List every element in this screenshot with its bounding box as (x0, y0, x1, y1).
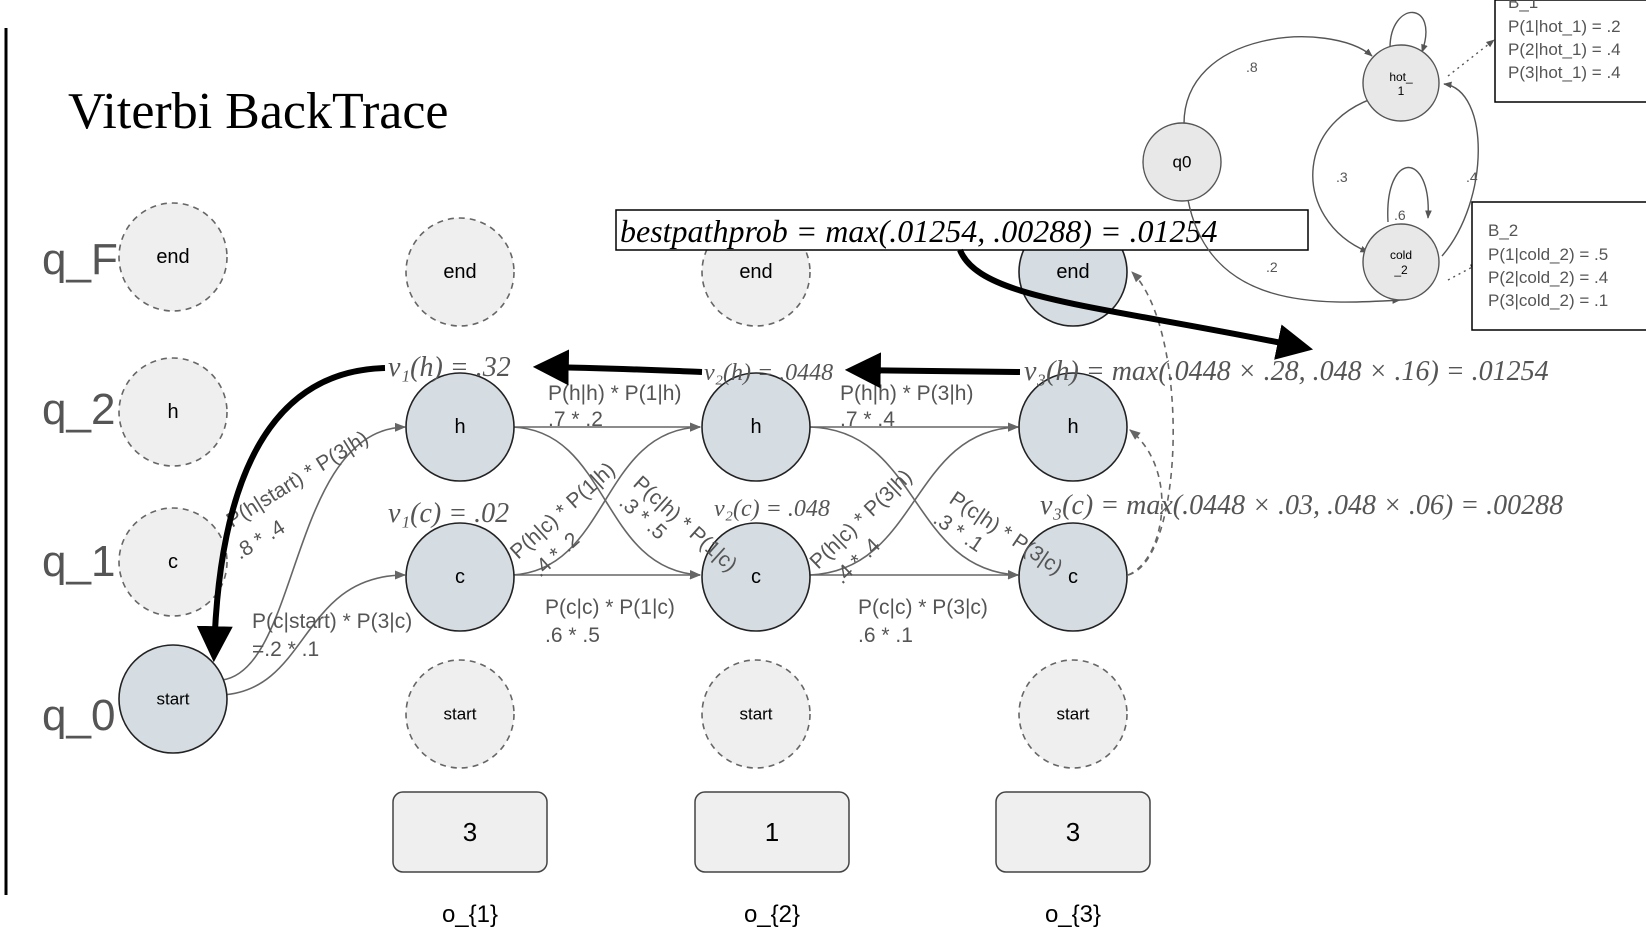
viterbi-values: v₁(h) = .32 v₁(c) = .02 v₂(h) = .0448 v₂… (388, 352, 1563, 529)
observations: 3 o_{1} 1 o_{2} 3 o_{3} (392, 791, 1151, 928)
obs-box-2 (694, 791, 850, 873)
col2-h-node (701, 372, 811, 482)
obs-value-1: 3 (463, 817, 477, 847)
page-title: Viterbi BackTrace (68, 83, 449, 140)
hmm-prob-8: .8 (1246, 59, 1258, 75)
hmm-prob-3: .3 (1336, 169, 1348, 185)
obs-label-1: o_{1} (442, 901, 498, 928)
col2-nodes: end h c start (701, 217, 811, 769)
hmm-q0-label: q0 (1173, 153, 1192, 172)
hmm-prob-2: .2 (1266, 259, 1278, 275)
col2-h-label: h (750, 416, 761, 438)
edge-label-hh2-2: .7 * .4 (840, 408, 895, 431)
col2-start-label: start (739, 705, 772, 724)
col0-start-node (118, 644, 228, 754)
col1-c-node (405, 522, 515, 632)
col1-end-label: end (443, 261, 476, 283)
col0-h-label: h (167, 401, 178, 423)
col1-end-node (405, 217, 515, 327)
edge-label-cc1-1: P(c|c) * P(1|c) (545, 596, 675, 619)
row-label-q2: q_2 (42, 385, 115, 434)
edge-label-hh1-1: P(h|h) * P(1|h) (548, 382, 681, 405)
edge-labels: P(h|start) * P(3|h) .8 * .4 P(c|start) *… (222, 382, 1066, 661)
b2-line-2: P(2|cold_2) = .4 (1488, 268, 1608, 287)
v3h-value: v₃(h) = max(.0448 × .28, .048 × .16) = .… (1024, 356, 1549, 387)
v2h-value: v₂(h) = .0448 (704, 360, 833, 386)
col0-nodes: end h c start (118, 202, 228, 754)
col1-h-node (405, 372, 515, 482)
backtrace-arrows (196, 248, 1314, 663)
col1-h-label: h (454, 416, 465, 438)
col3-h-label: h (1067, 416, 1078, 438)
b1-line-2: P(2|hot_1) = .4 (1508, 40, 1621, 59)
backtrace-arrow-best-to-v3h (957, 248, 1314, 360)
obs-value-2: 1 (765, 817, 779, 847)
col0-end-node (118, 202, 228, 312)
obs-box-1 (392, 791, 548, 873)
edge-label-start-c-1: P(c|start) * P(3|c) (252, 610, 412, 633)
bestpathprob-formula: bestpathprob = max(.01254, .00288) = .01… (620, 213, 1218, 249)
backtrace-arrow-v3h-to-v2h (844, 352, 1021, 389)
col0-end-label: end (156, 246, 189, 268)
edge-label-hh2-1: P(h|h) * P(3|h) (840, 382, 973, 405)
b1-title: B_1 (1508, 0, 1538, 12)
col2-start-node (701, 659, 811, 769)
obs-box-3 (995, 791, 1151, 873)
v3c-value: v₃(c) = max(.0448 × .03, .048 × .06) = .… (1040, 490, 1563, 521)
edge-label-start-c-2: =.2 * .1 (252, 638, 319, 661)
col0-c-label: c (168, 551, 178, 573)
hmm-hot-node (1362, 44, 1440, 122)
obs-value-3: 3 (1066, 817, 1080, 847)
b1-line-1: P(1|hot_1) = .2 (1508, 17, 1621, 36)
edge-label-cc1-2: .6 * .5 (545, 624, 600, 647)
v2c-value: v₂(c) = .048 (714, 496, 830, 522)
col3-h-node (1018, 372, 1128, 482)
row-label-q0: q_0 (42, 691, 115, 740)
obs-label-3: o_{3} (1045, 901, 1101, 928)
hmm-hot-label-line1: hot_ (1389, 70, 1413, 84)
edge-label-hh1-2: .7 * .2 (548, 408, 603, 431)
col1-start-node (405, 659, 515, 769)
hmm-q0-node (1142, 122, 1222, 202)
hmm-inset: q0 hot_ 1 cold _2 .8 .3 .4 .6 .2 B_1 P(1… (1142, 0, 1646, 331)
b2-title: B_2 (1488, 221, 1518, 240)
col0-h-node (118, 357, 228, 467)
hmm-prob-6: .6 (1394, 207, 1406, 223)
col1-c-label: c (455, 566, 465, 588)
edge-label-cc2-2: .6 * .1 (858, 624, 913, 647)
col1-start-label: start (443, 705, 476, 724)
v1h-value: v₁(h) = .32 (388, 352, 511, 383)
b1-box (1494, 0, 1646, 103)
edge-label-cc2-1: P(c|c) * P(3|c) (858, 596, 988, 619)
hmm-cold-label-line1: cold (1390, 248, 1412, 262)
col1-nodes: end h c start (405, 217, 515, 769)
col3-c-label: c (1068, 566, 1078, 588)
b2-line-3: P(3|cold_2) = .1 (1488, 291, 1608, 310)
col3-c-node (1018, 522, 1128, 632)
hmm-hot-label-line2: 1 (1398, 84, 1405, 98)
hmm-prob-4: .4 (1466, 169, 1478, 185)
backtrace-arrow-v2h-to-v1h (532, 349, 703, 386)
trellis-edges (221, 271, 1174, 696)
col3-start-label: start (1056, 705, 1089, 724)
obs-label-2: o_{2} (744, 901, 800, 928)
v1c-value: v₁(c) = .02 (388, 498, 509, 529)
col2-c-label: c (751, 566, 761, 588)
hmm-cold-node (1362, 223, 1440, 301)
col2-end-label: end (739, 261, 772, 283)
col3-end-label: end (1056, 261, 1089, 283)
hmm-cold-label-line2: _2 (1393, 263, 1408, 277)
b1-line-3: P(3|hot_1) = .4 (1508, 63, 1621, 82)
col0-start-label: start (156, 690, 189, 709)
backtrace-arrow-v1h-to-start (196, 365, 386, 663)
col0-c-node (118, 507, 228, 617)
col2-c-node (701, 522, 811, 632)
col3-start-node (1018, 659, 1128, 769)
row-label-qF: q_F (42, 235, 118, 284)
b2-box (1471, 201, 1646, 331)
b2-line-1: P(1|cold_2) = .5 (1488, 245, 1608, 264)
row-label-q1: q_1 (42, 537, 115, 586)
